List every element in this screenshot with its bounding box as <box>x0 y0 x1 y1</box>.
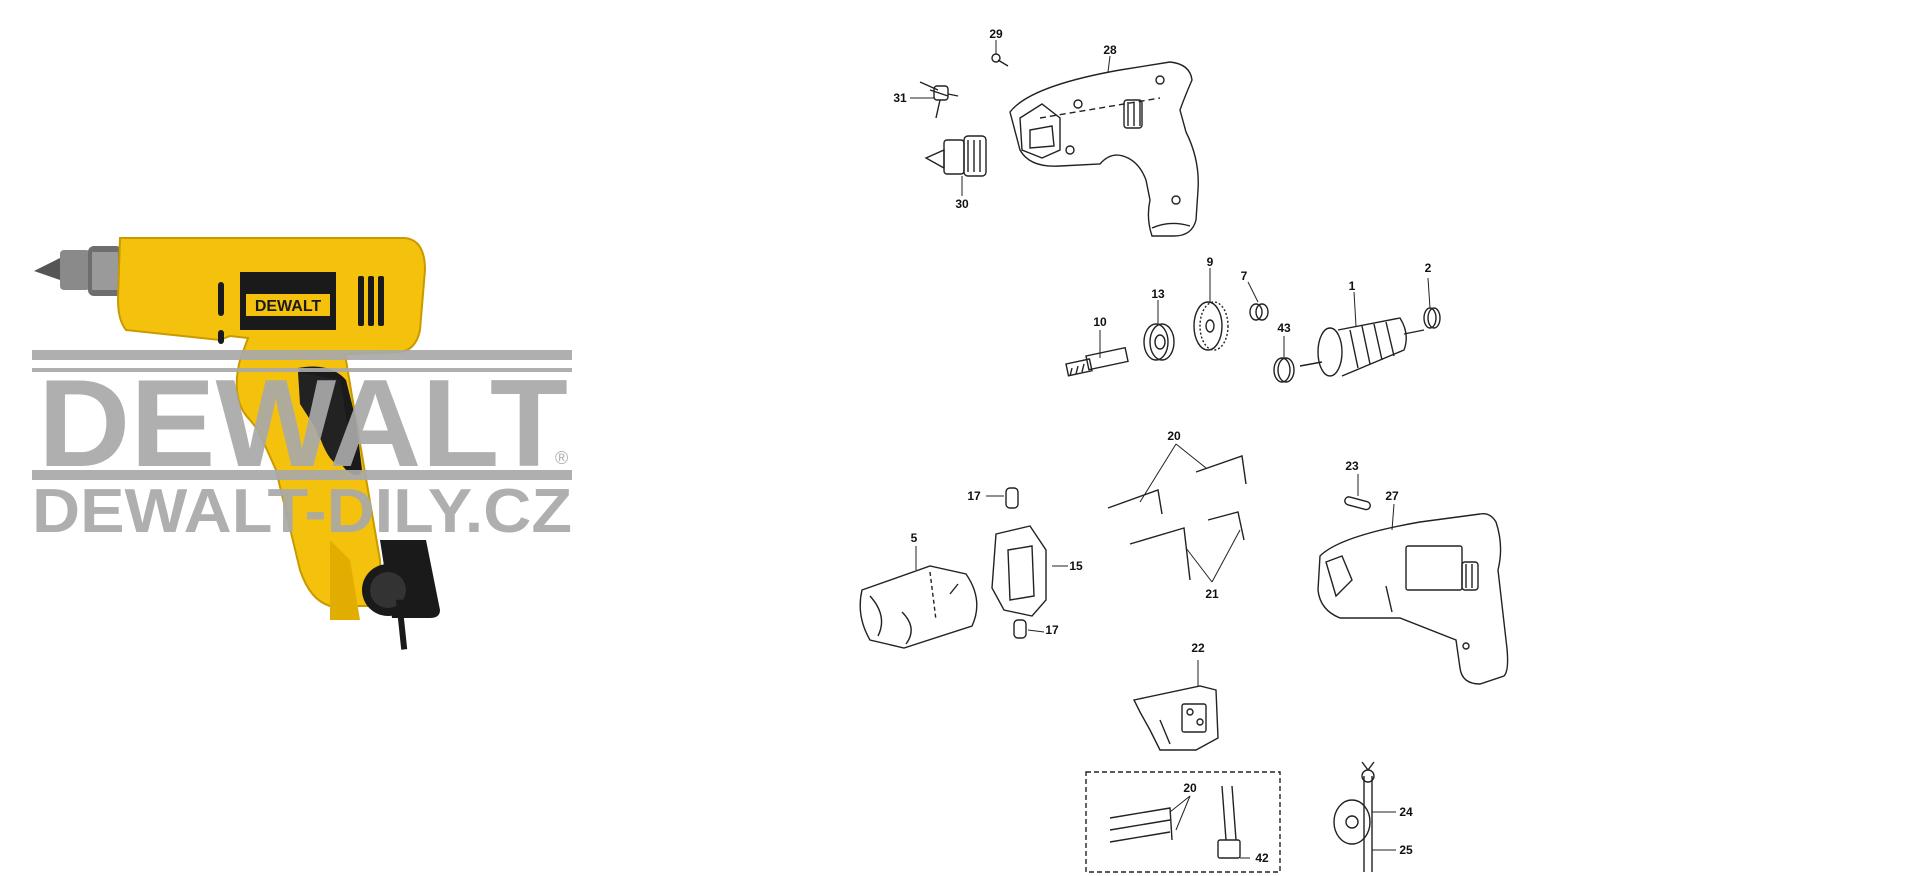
watermark: DEWALT ® DEWALT-DILY.CZ <box>32 350 572 546</box>
label-20-top: 20 <box>1167 429 1181 443</box>
watermark-bar-bottom <box>32 470 572 480</box>
label-21: 21 <box>1205 587 1219 601</box>
bearing-13-part <box>1143 323 1175 361</box>
watermark-bar-top <box>32 350 572 360</box>
brush-bottom-part <box>1013 619 1027 639</box>
label-1: 1 <box>1349 279 1356 293</box>
brush-holder-part <box>991 525 1047 617</box>
label-29: 29 <box>989 27 1003 41</box>
accessory-dashed-box <box>1085 771 1281 873</box>
housing-left-half <box>1009 61 1199 237</box>
brush-top-part <box>1005 487 1019 509</box>
label-9: 9 <box>1207 255 1214 269</box>
watermark-registered: ® <box>555 448 568 468</box>
label-25: 25 <box>1399 843 1413 857</box>
bush-part <box>1249 303 1269 321</box>
label-2: 2 <box>1425 261 1432 275</box>
housing-right-half <box>1317 512 1509 685</box>
label-30: 30 <box>955 197 969 211</box>
cord-part <box>1333 761 1375 872</box>
label-42: 42 <box>1255 851 1269 865</box>
label-24: 24 <box>1399 805 1413 819</box>
watermark-bar-mid <box>32 368 572 372</box>
wire-set-21 <box>1129 511 1245 581</box>
label-22: 22 <box>1191 641 1205 655</box>
stator-part <box>859 565 978 649</box>
label-13: 13 <box>1151 287 1165 301</box>
bearing-43-part <box>1273 357 1295 383</box>
screw-part <box>991 53 1009 67</box>
carbon-brush-part <box>1217 785 1241 859</box>
switch-part <box>1132 685 1219 751</box>
label-28: 28 <box>1103 43 1117 57</box>
label-7: 7 <box>1241 269 1248 283</box>
label-10: 10 <box>1093 315 1107 329</box>
drill-chuck <box>34 246 122 296</box>
product-badge-text: DEWALT <box>255 298 322 315</box>
label-17-top: 17 <box>967 489 981 503</box>
watermark-site: DEWALT-DILY.CZ <box>32 477 572 546</box>
washer-part <box>1423 307 1441 329</box>
label-20-box: 20 <box>1183 781 1197 795</box>
leader-lines <box>910 40 1431 859</box>
gear-part <box>1193 301 1229 351</box>
label-5: 5 <box>911 531 918 545</box>
label-17-bottom: 17 <box>1045 623 1059 637</box>
label-15: 15 <box>1069 559 1083 573</box>
label-31: 31 <box>893 91 907 105</box>
pin-part <box>1344 496 1371 511</box>
label-23: 23 <box>1345 459 1359 473</box>
wire-set-20 <box>1107 455 1247 515</box>
product-photo: DEWALT DEWALT ® DEWALT-DILY.CZ <box>32 237 572 650</box>
drill-body: DEWALT <box>116 237 440 650</box>
chuck-part <box>924 135 987 177</box>
part-labels: 29 28 31 30 9 7 13 2 1 10 43 20 23 17 27… <box>893 27 1431 865</box>
spindle-part <box>1065 346 1129 377</box>
armature-part <box>1299 317 1425 377</box>
chuck-key-part <box>919 81 959 119</box>
label-43: 43 <box>1277 321 1291 335</box>
wire-set-20-box <box>1109 807 1173 843</box>
label-27: 27 <box>1385 489 1399 503</box>
